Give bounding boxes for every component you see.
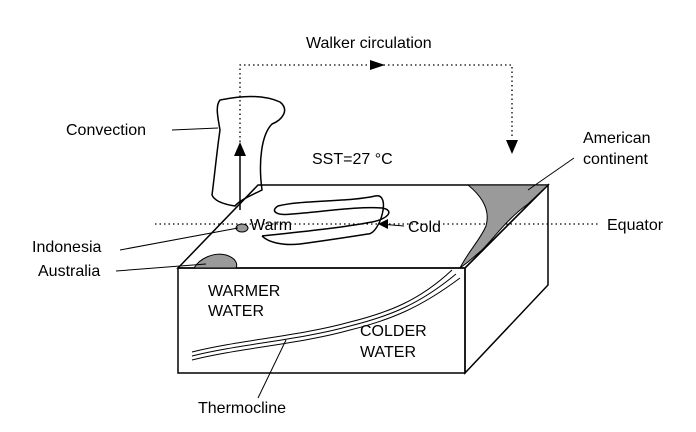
sst-isotherm (261, 195, 390, 246)
indonesia-leader (119, 227, 239, 251)
cold-label: Cold (408, 219, 441, 236)
sst-label: SST=27 °C (312, 151, 393, 168)
indonesia-label: Indonesia (32, 239, 101, 256)
american-leader (527, 157, 575, 191)
walker-circulation-label: Walker circulation (306, 35, 432, 52)
cold-arrowhead (378, 219, 388, 229)
walker-arrowhead-top (370, 60, 385, 70)
convection-arrowhead (234, 142, 246, 156)
thermocline-label: Thermocline (198, 400, 286, 417)
thermocline-line-1 (191, 269, 453, 353)
thermocline-leader (257, 339, 287, 399)
convection-label: Convection (66, 122, 146, 139)
indonesia-australia-shape (193, 253, 238, 269)
australia-label: Australia (38, 263, 100, 280)
warmer-water-label-line1: WARMER (208, 283, 280, 300)
thermocline-line-2 (191, 273, 457, 357)
walker-arrowhead-down (506, 140, 518, 154)
american-label-line1: American (583, 130, 651, 147)
thermocline-line-3 (191, 277, 461, 361)
american-continent-shape (459, 184, 550, 269)
colder-water-label-line2: WATER (360, 344, 416, 361)
warm-label: Warm (250, 217, 292, 234)
equator-label: Equator (607, 217, 664, 234)
american-label-line2: continent (583, 151, 648, 168)
warmer-water-label-line2: WATER (208, 303, 264, 320)
colder-water-label-line1: COLDER (360, 323, 427, 340)
convection-leader (171, 127, 219, 131)
australia-leader (115, 263, 207, 272)
ocean-box-side (464, 183, 549, 375)
convection-cloud (211, 95, 286, 207)
